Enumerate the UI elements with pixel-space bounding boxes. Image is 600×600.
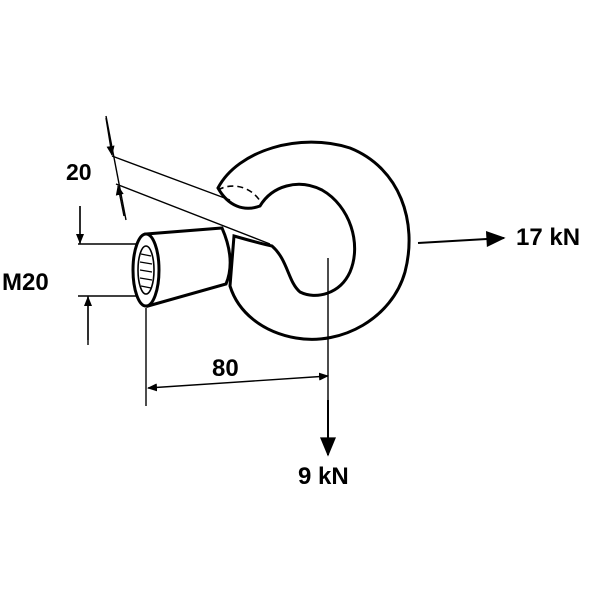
dimension-length: 80 (145, 308, 329, 406)
threaded-shank (131, 226, 232, 308)
dimension-eye-thickness: 20 (66, 115, 271, 245)
thread-label: M20 (2, 269, 49, 296)
eye-thickness-label: 20 (66, 159, 92, 185)
force-horizontal: 17 kN (417, 224, 580, 251)
force-vertical: 9 kN (298, 258, 349, 490)
length-label: 80 (212, 355, 239, 382)
hook-eye (216, 140, 411, 341)
dimension-thread: M20 (2, 206, 138, 345)
force-horizontal-label: 17 kN (516, 224, 580, 251)
force-vertical-label: 9 kN (298, 463, 349, 490)
